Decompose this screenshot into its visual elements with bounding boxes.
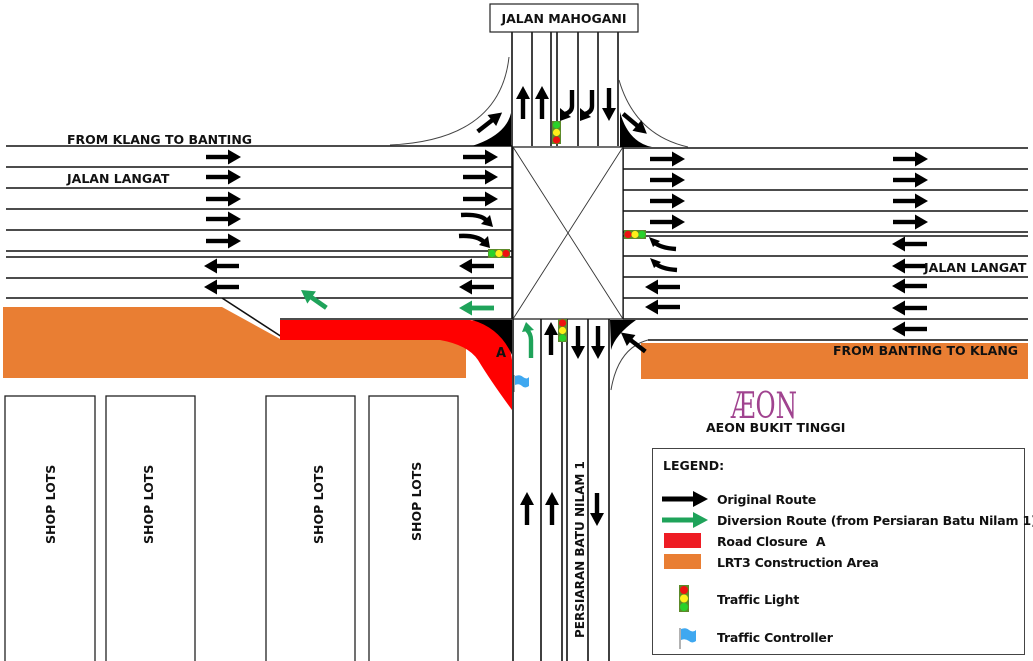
curve-northeast bbox=[618, 79, 689, 148]
legend: LEGEND: Original Route Diversion Route (… bbox=[652, 448, 1033, 655]
label-aeon-bukit-tinggi: AEON BUKIT TINGGI bbox=[706, 420, 845, 435]
legend-item-original-route: Original Route bbox=[653, 489, 816, 509]
legend-label: Traffic Light bbox=[717, 591, 800, 607]
east-arrows-original bbox=[645, 151, 928, 337]
legend-item-construction-area: LRT3 Construction Area bbox=[653, 552, 879, 572]
legend-label: Traffic Controller bbox=[717, 629, 833, 645]
shop-lot-2-label: SHOP LOTS bbox=[141, 465, 156, 544]
construction-area-west bbox=[3, 307, 466, 378]
traffic-light-north bbox=[552, 121, 561, 144]
west-arrows-original bbox=[204, 149, 498, 295]
south-diversion-arrow bbox=[522, 322, 534, 358]
aeon-logo: ÆON bbox=[730, 386, 797, 427]
label-persiaran-batu-nilam-1: PERSIARAN BATU NILAM 1 bbox=[573, 461, 587, 638]
north-road-label-box bbox=[489, 3, 639, 33]
west-arrows-diversion bbox=[301, 290, 494, 316]
traffic-controller-flag bbox=[513, 375, 529, 392]
legend-item-diversion-route: Diversion Route (from Persiaran Batu Nil… bbox=[653, 510, 1033, 530]
red-swatch-icon bbox=[664, 533, 701, 548]
legend-item-traffic-light: Traffic Light bbox=[653, 585, 800, 612]
road-closure-a[interactable] bbox=[280, 320, 512, 410]
west-road-lanes bbox=[6, 145, 513, 338]
north-road-lanes bbox=[511, 30, 619, 146]
legend-label: Original Route bbox=[717, 491, 817, 507]
label-from-klang-to-banting: FROM KLANG TO BANTING bbox=[67, 132, 252, 147]
shop-lot-3-label: SHOP LOTS bbox=[311, 465, 326, 544]
traffic-light-west bbox=[488, 249, 510, 258]
legend-label: Road Closure A bbox=[717, 533, 826, 549]
island-northwest bbox=[472, 113, 511, 146]
intersection-box bbox=[512, 146, 624, 320]
orange-swatch-icon bbox=[664, 554, 701, 569]
legend-title: LEGEND: bbox=[663, 458, 725, 473]
blue-flag-icon bbox=[679, 628, 696, 649]
legend-label: Diversion Route (from Persiaran Batu Nil… bbox=[717, 512, 1033, 528]
north-arrows bbox=[476, 86, 647, 134]
label-jalan-mahogani: JALAN MAHOGANI bbox=[500, 11, 626, 26]
label-jalan-langat-west: JALAN LANGAT bbox=[66, 171, 170, 186]
curve-northwest bbox=[389, 56, 510, 146]
island-southeast bbox=[610, 320, 636, 350]
west-turn-arrows bbox=[458, 212, 493, 248]
shop-lot-3 bbox=[265, 395, 356, 661]
south-arrows bbox=[520, 322, 647, 526]
black-arrow-icon bbox=[662, 491, 708, 507]
traffic-light-south bbox=[558, 319, 567, 342]
label-from-banting-to-klang: FROM BANTING TO KLANG bbox=[833, 343, 1018, 358]
closure-marker-a: A bbox=[496, 346, 506, 361]
shop-lot-1 bbox=[4, 395, 96, 661]
island-northeast bbox=[620, 112, 652, 147]
east-road-lanes bbox=[622, 147, 1028, 341]
traffic-light-icon bbox=[679, 585, 689, 612]
south-road-lanes bbox=[512, 319, 610, 661]
label-jalan-langat-east: JALAN LANGAT bbox=[923, 260, 1027, 275]
green-arrow-icon bbox=[662, 512, 708, 528]
legend-item-traffic-controller: Traffic Controller bbox=[653, 627, 833, 649]
shop-lot-2 bbox=[105, 395, 196, 661]
shop-lot-4-label: SHOP LOTS bbox=[409, 462, 424, 541]
legend-label: LRT3 Construction Area bbox=[717, 554, 879, 570]
shop-lots: SHOP LOTS SHOP LOTS SHOP LOTS SHOP LOTS bbox=[4, 395, 459, 661]
shop-lot-4 bbox=[368, 395, 459, 661]
east-turn-arrows bbox=[649, 237, 678, 273]
construction-area-east bbox=[641, 343, 1028, 379]
curve-southeast bbox=[610, 339, 649, 391]
shop-lot-1-label: SHOP LOTS bbox=[43, 465, 58, 544]
traffic-light-east bbox=[624, 230, 646, 239]
island-southwest bbox=[472, 320, 512, 355]
legend-item-road-closure: Road Closure A bbox=[653, 531, 826, 551]
